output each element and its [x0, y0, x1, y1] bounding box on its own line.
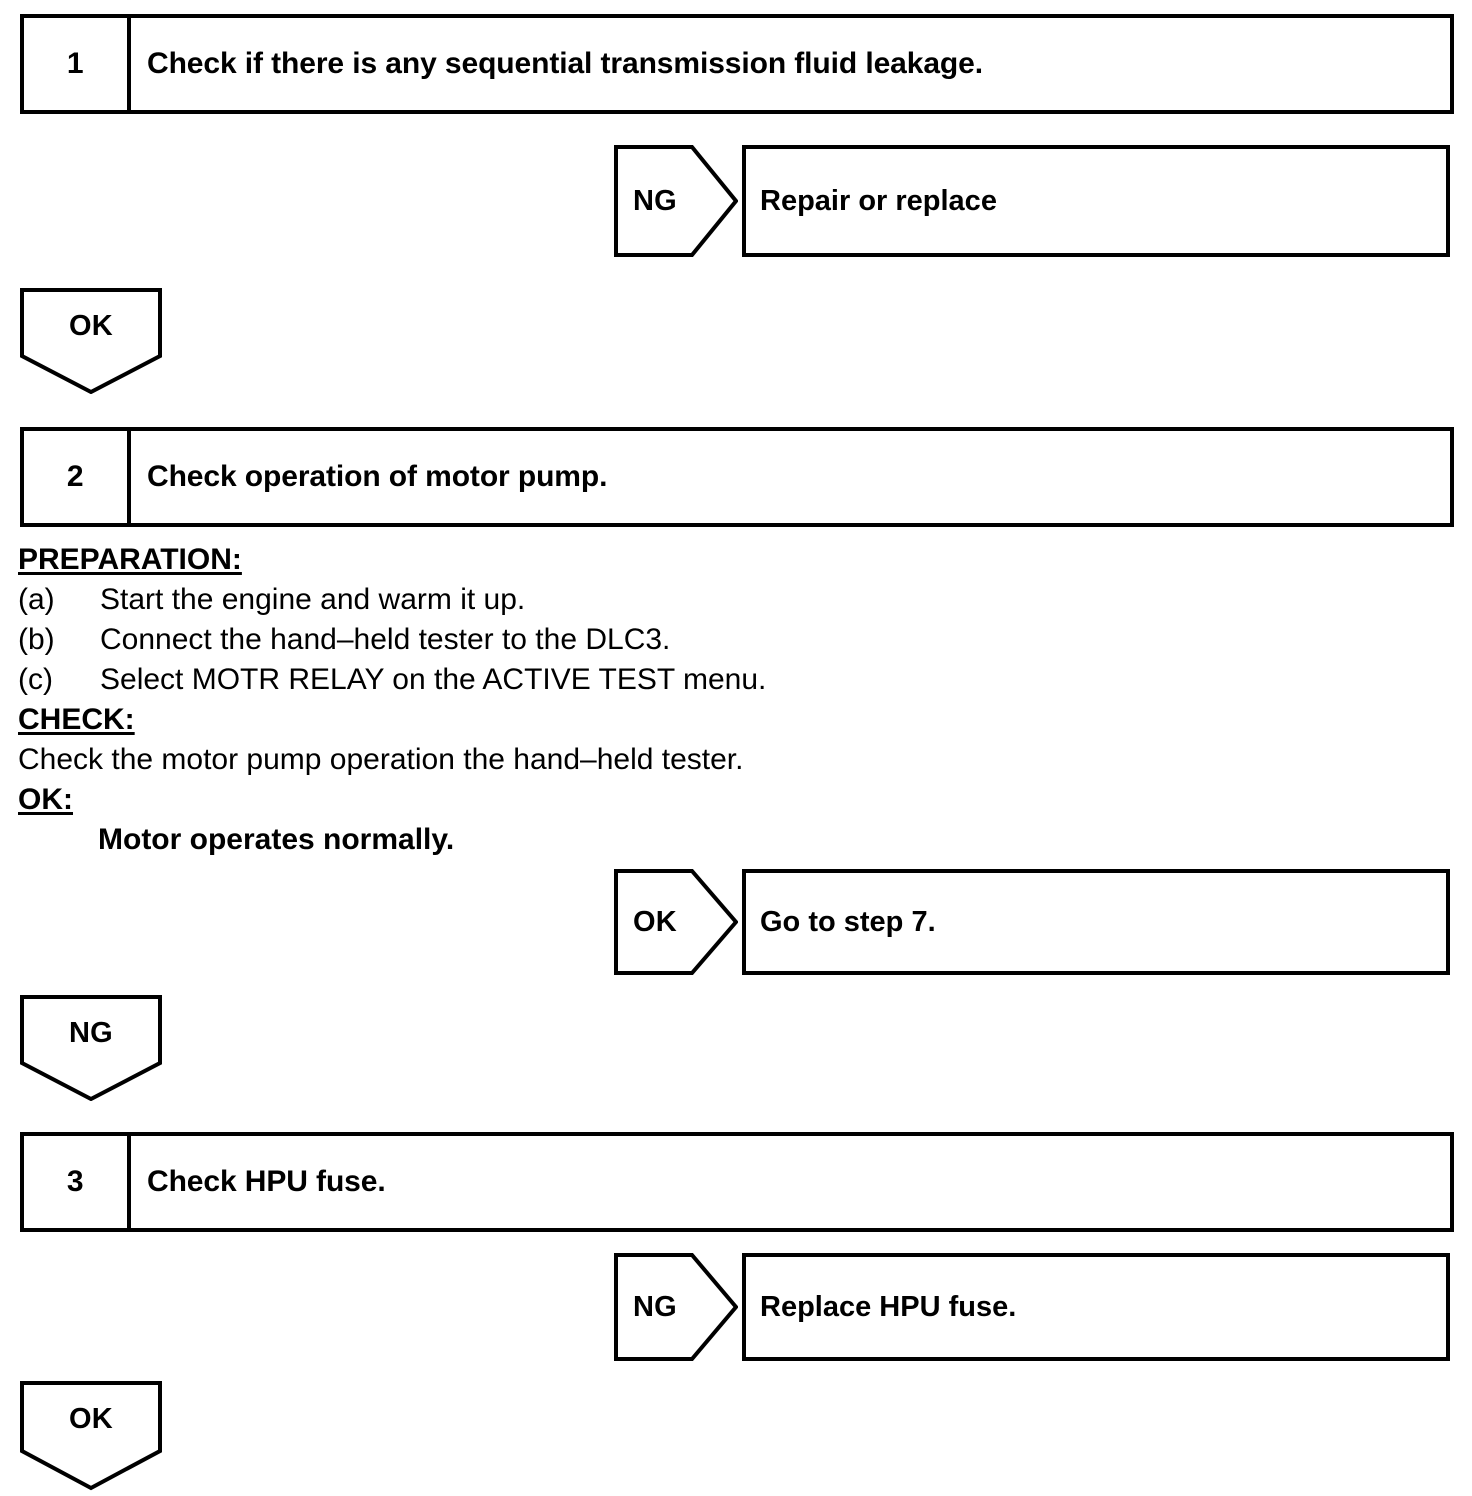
branch-arrow-label: NG: [632, 1290, 678, 1323]
result-box-replace-hpu-fuse: Replace HPU fuse.: [742, 1253, 1450, 1361]
branch-arrow-label: NG: [632, 184, 678, 217]
preparation-item: (b) Connect the hand–held tester to the …: [18, 620, 1438, 660]
step-title-1: Check if there is any sequential transmi…: [147, 47, 983, 80]
preparation-item-text: Start the engine and warm it up.: [100, 583, 526, 616]
preparation-item-tag: (b): [18, 623, 55, 656]
result-box-repair-or-replace: Repair or replace: [742, 145, 1450, 257]
flow-arrow-label: NG: [68, 1016, 114, 1049]
step-number-3: 3: [24, 1136, 131, 1228]
ok-heading: OK:: [18, 783, 73, 816]
step-2-detail: PREPARATION: (a) Start the engine and wa…: [18, 540, 1438, 860]
branch-arrow-ok-step-2: OK: [614, 869, 738, 975]
step-title-3: Check HPU fuse.: [147, 1165, 386, 1198]
flow-arrow-ng-step-2: NG: [20, 995, 162, 1101]
preparation-item-tag: (a): [18, 583, 55, 616]
flow-arrow-label: OK: [68, 1402, 114, 1435]
preparation-item: (c) Select MOTR RELAY on the ACTIVE TEST…: [18, 660, 1438, 700]
check-heading: CHECK:: [18, 703, 135, 736]
preparation-heading: PREPARATION:: [18, 543, 242, 576]
ok-criteria-value: Motor operates normally.: [98, 823, 455, 856]
branch-arrow-ng-step-1: NG: [614, 145, 738, 257]
step-box-2: 2 Check operation of motor pump.: [20, 427, 1454, 527]
step-title-2: Check operation of motor pump.: [147, 460, 608, 493]
step-box-1: 1 Check if there is any sequential trans…: [20, 14, 1454, 114]
result-box-go-to-step-7: Go to step 7.: [742, 869, 1450, 975]
step-box-3: 3 Check HPU fuse.: [20, 1132, 1454, 1232]
preparation-item-text: Connect the hand–held tester to the DLC3…: [100, 623, 671, 656]
branch-arrow-label: OK: [632, 905, 678, 938]
step-number-1: 1: [24, 18, 131, 110]
step-number-2: 2: [24, 431, 131, 523]
check-text: Check the motor pump operation the hand–…: [18, 743, 744, 776]
preparation-item-tag: (c): [18, 663, 53, 696]
flow-arrow-label: OK: [68, 309, 114, 342]
preparation-item: (a) Start the engine and warm it up.: [18, 580, 1438, 620]
flow-arrow-ok-step-3: OK: [20, 1381, 162, 1491]
preparation-item-text: Select MOTR RELAY on the ACTIVE TEST men…: [100, 663, 767, 696]
branch-arrow-ng-step-3: NG: [614, 1253, 738, 1361]
flow-arrow-ok-step-1: OK: [20, 288, 162, 394]
